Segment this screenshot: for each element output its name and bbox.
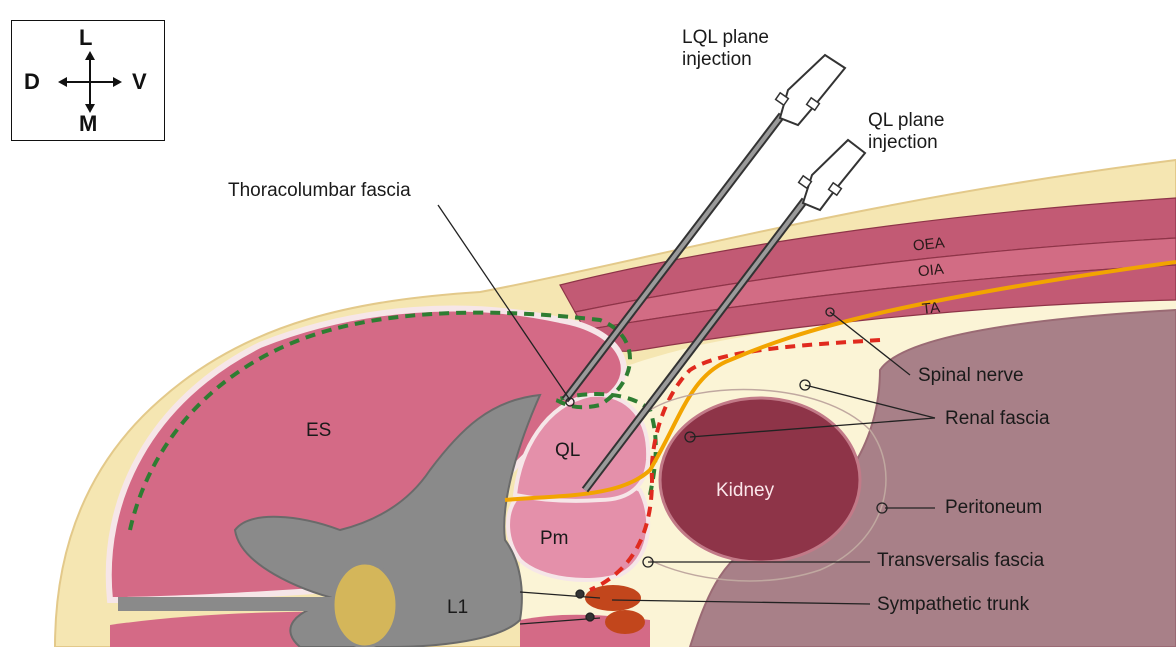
orientation-indicator: L M D V: [11, 20, 165, 141]
renal-fascia-label: Renal fascia: [945, 408, 1050, 430]
oea-label: OEA: [912, 234, 945, 254]
ta-label: TA: [921, 299, 941, 318]
vertebral-disc: [333, 563, 397, 647]
es-label: ES: [306, 420, 331, 442]
lql-injection-label: LQL plane injection: [682, 27, 822, 71]
orientation-right: V: [132, 69, 147, 95]
l1-label: L1: [447, 597, 468, 619]
pm-label: Pm: [540, 528, 569, 550]
vertebra-process: [118, 597, 348, 611]
thoracolumbar-fascia-label: Thoracolumbar fascia: [228, 180, 411, 202]
orientation-cross-icon: [50, 47, 130, 117]
transversalis-fascia-label: Transversalis fascia: [877, 550, 1044, 572]
sympathetic-trunk-label: Sympathetic trunk: [877, 594, 1029, 616]
sympathetic-ganglion-lower: [605, 610, 645, 634]
kidney-label: Kidney: [716, 480, 774, 502]
orientation-left: D: [24, 69, 40, 95]
spinal-nerve-label: Spinal nerve: [918, 365, 1024, 387]
peritoneum-label: Peritoneum: [945, 497, 1042, 519]
ql-label: QL: [555, 440, 580, 462]
oia-label: OIA: [917, 261, 944, 281]
ql-injection-label: QL plane injection: [868, 110, 1008, 154]
